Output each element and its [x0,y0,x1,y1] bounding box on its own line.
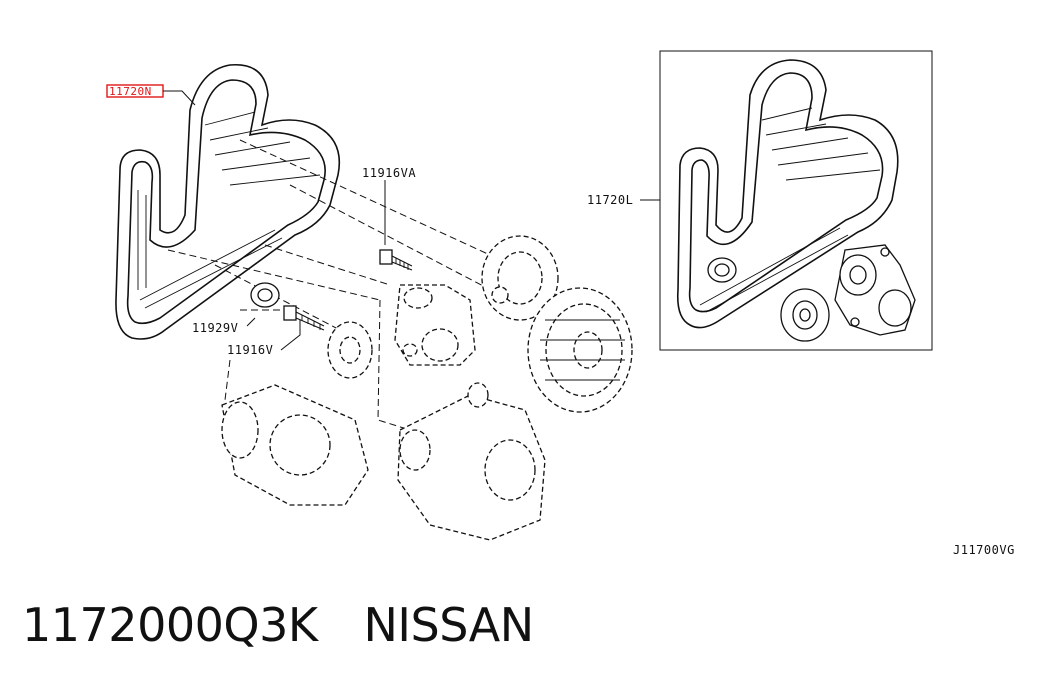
detail-washer-icon [707,257,737,283]
label-pulley: 11929V [192,321,238,335]
part-number: 1172000Q3K [22,598,318,652]
brand-name: NISSAN [363,598,535,652]
crank-pulley-icon [481,235,559,321]
diagram-code: J11700VG [953,543,1015,557]
dashed-leaders [167,139,511,431]
serpentine-belt-detail [676,59,899,329]
alternator-icon [397,382,546,541]
damper-pulley-icon [527,287,633,413]
serpentine-belt-main [115,64,341,340]
bolt-tensioner-icon [379,249,413,271]
label-bolt-idler: 11916V [227,343,273,357]
label-bolt-tensioner: 11916VA [362,166,416,180]
tensioner-icon [394,284,476,366]
idler-pulley-icon [327,321,373,379]
compressor-icon [221,359,369,506]
label-belt-detail: 11720L [587,193,633,207]
bolt-idler-icon [283,305,325,331]
pulley-washer-icon [250,282,280,308]
detail-tensioner-icon [834,244,916,336]
part-caption: 1172000Q3K NISSAN [22,598,534,652]
label-belt-main: 11720N [109,85,152,98]
detail-idler-pulley-icon [780,288,830,342]
